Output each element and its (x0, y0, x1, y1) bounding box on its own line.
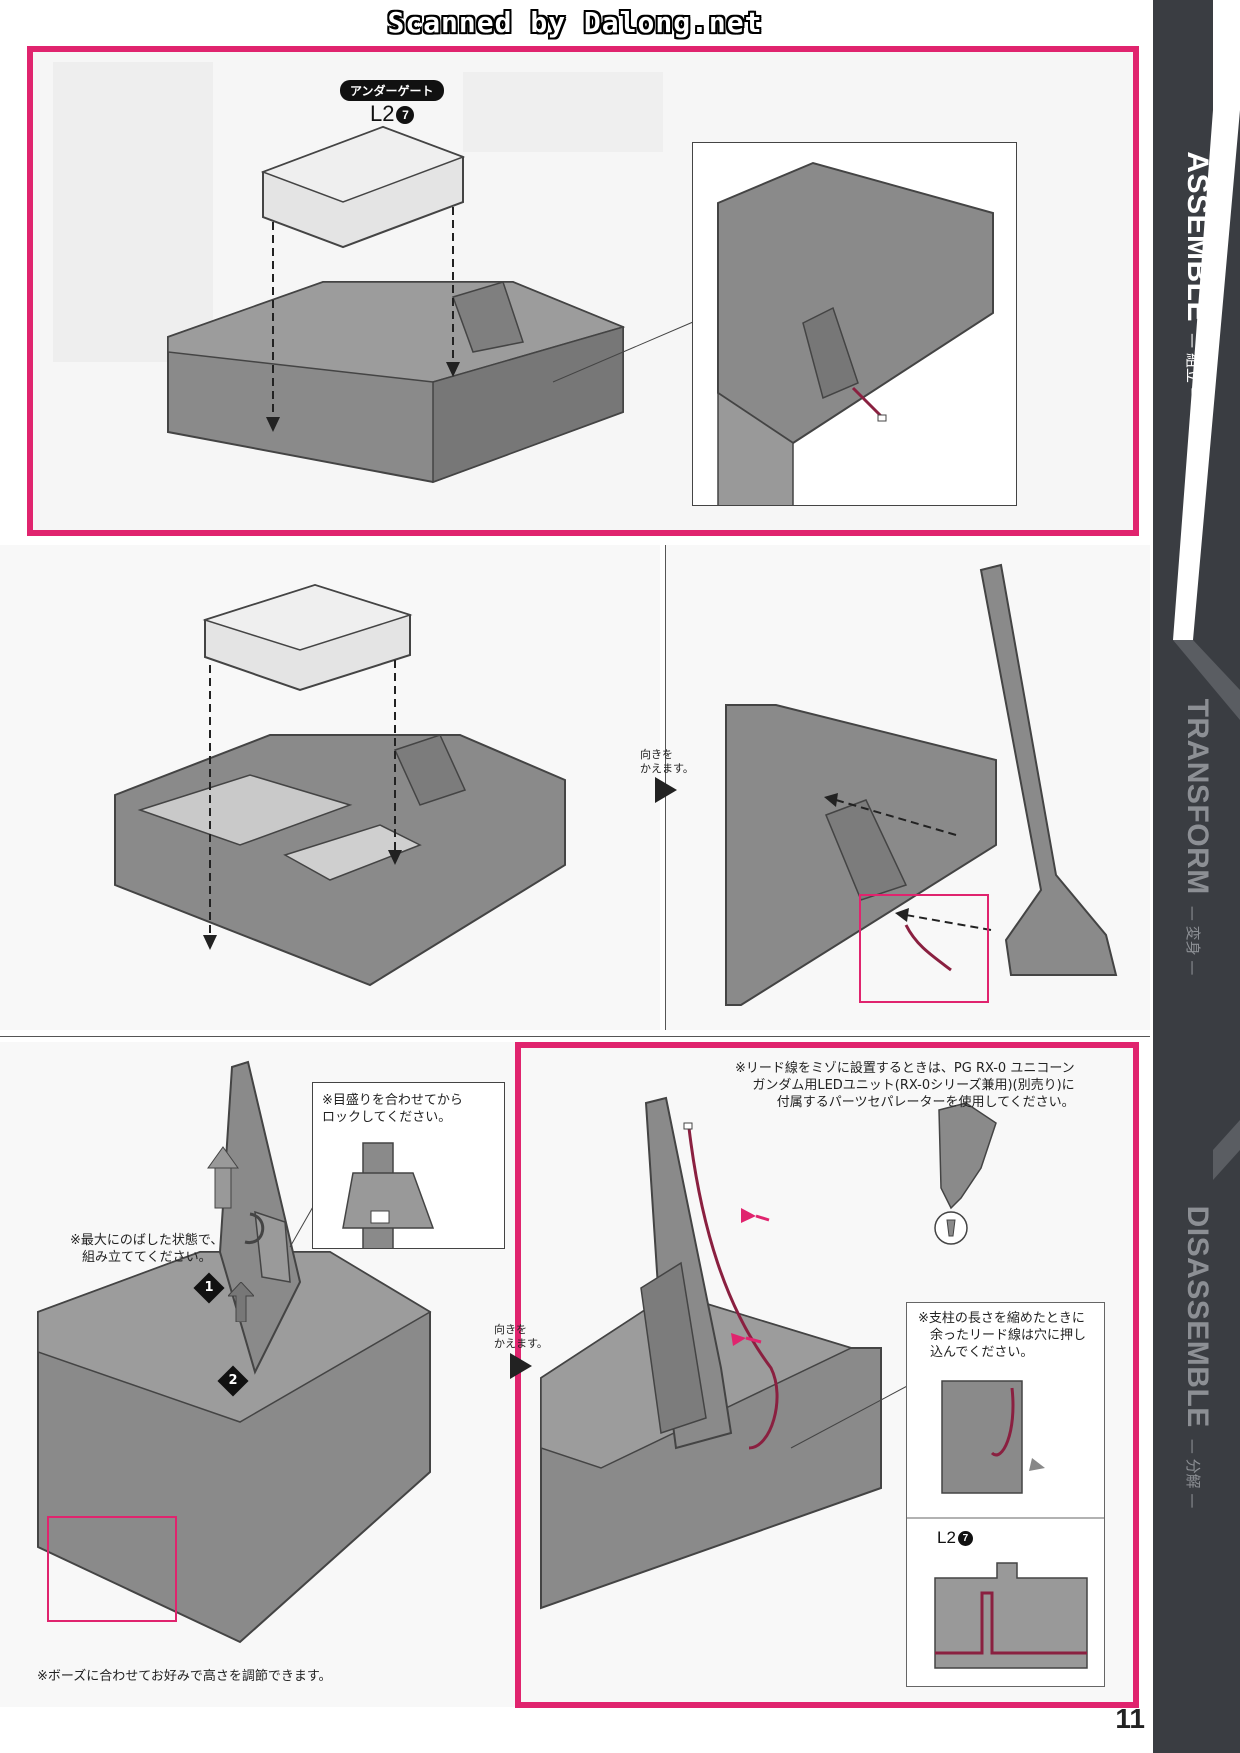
step4-lead-note-line1: ※リード線をミゾに設置するときは、PG RX-0 ユニコーン (735, 1061, 1075, 1076)
sidebar-assemble-title: ASSEMBLE (1180, 151, 1214, 323)
step4-zoom-illustration (907, 1303, 1104, 1686)
step3-step-2-marker: 2 (217, 1365, 249, 1397)
step4-rotate-note-line2: かえます。 (494, 1337, 548, 1350)
step4-shorten-note: ※支柱の長さを縮めたときに 余ったリード線は穴に押し 込んでください。 (918, 1310, 1087, 1361)
sidebar-disassemble-title: DISASSEMBLE (1180, 1205, 1214, 1428)
step1-part-num: 7 (396, 106, 415, 125)
step3-zoom-illustration (342, 1142, 435, 1248)
step2-rotate-note-line2: かえます。 (640, 762, 694, 775)
step4-lead-note: ※リード線をミゾに設置するときは、PG RX-0 ユニコーン ガンダム用LEDユ… (735, 1060, 1075, 1111)
step4-rotate-note-line1: 向きを (494, 1323, 527, 1336)
sidebar-section-assemble[interactable]: ASSEMBLE — 組立 — (1153, 151, 1240, 500)
step2-highlight-box (859, 894, 989, 1003)
step2-rotate-note-line1: 向きを (640, 748, 673, 761)
sidebar-assemble-subtitle: — 組立 — (1183, 333, 1202, 403)
step4-zoom-box (906, 1302, 1105, 1687)
step4-part-num: 7 (957, 1531, 973, 1547)
scan-credit: Scanned by Dalong.net (387, 6, 763, 39)
sidebar-transform-title: TRANSFORM (1180, 698, 1214, 895)
step1-zoom-illustration (717, 161, 994, 505)
step1-part-code-text: L2 (370, 101, 395, 126)
step4-lead-note-line3: 付属するパーツセパレーターを使用してください。 (776, 1095, 1075, 1110)
step4-part-code-text: L2 (937, 1528, 956, 1547)
step3-extend-note-line2: 組み立ててください。 (82, 1250, 212, 1265)
step4-shorten-note-line1: ※支柱の長さを縮めたときに (918, 1311, 1085, 1326)
step4-lead-note-line2: ガンダム用LEDユニット(RX-0シリーズ兼用)(別売り)に (752, 1078, 1075, 1093)
step3-step-1-marker: 1 (193, 1272, 225, 1304)
step4-direction-arrow (510, 1353, 532, 1379)
step3-zoom-note-line2: ロックしてください。 (322, 1110, 452, 1125)
step1-panel (27, 46, 1139, 536)
step3-highlight-box (47, 1516, 177, 1622)
sidebar-section-transform[interactable]: TRANSFORM — 変身 — (1153, 699, 1240, 1040)
sidebar-stripes (1173, 0, 1240, 1180)
step4-rotate-note: 向きを かえます。 (494, 1323, 548, 1351)
step4-shorten-note-line3: 込んでください。 (930, 1345, 1034, 1360)
step3-zoom-note: ※目盛りを合わせてから ロックしてください。 (322, 1092, 463, 1126)
step2-rotate-note: 向きを かえます。 (640, 748, 694, 776)
under-gate-label: アンダーゲート (340, 80, 444, 101)
step2-direction-arrow (655, 777, 677, 803)
step4-shorten-note-line2: 余ったリード線は穴に押し (930, 1328, 1087, 1343)
step3-up-arrow-icon (228, 1282, 254, 1322)
step3-extend-note-line1: ※最大にのばした状態で、 (70, 1233, 224, 1248)
divider-horizontal-1 (0, 1036, 1150, 1037)
sidebar-disassemble-subtitle: — 分解 — (1183, 1438, 1202, 1509)
sidebar-transform-subtitle: — 変身 — (1183, 905, 1202, 976)
step3-bottom-note: ※ボーズに合わせてお好みで高さを調節できます。 (37, 1669, 332, 1684)
step3-extend-note: ※最大にのばした状態で、 組み立ててください。 (70, 1232, 223, 1266)
sidebar-section-disassemble[interactable]: DISASSEMBLE — 分解 — (1153, 1206, 1240, 1590)
section-sidebar: ASSEMBLE — 組立 — TRANSFORM — 変身 — DISASSE… (1153, 0, 1240, 1753)
step2-left-illustration (0, 545, 660, 1030)
step3-zoom-note-line1: ※目盛りを合わせてから (322, 1093, 463, 1108)
page-number: 11 (1115, 1703, 1145, 1734)
step1-zoom-box (692, 142, 1017, 506)
step2-right-illustration (666, 545, 1150, 1030)
